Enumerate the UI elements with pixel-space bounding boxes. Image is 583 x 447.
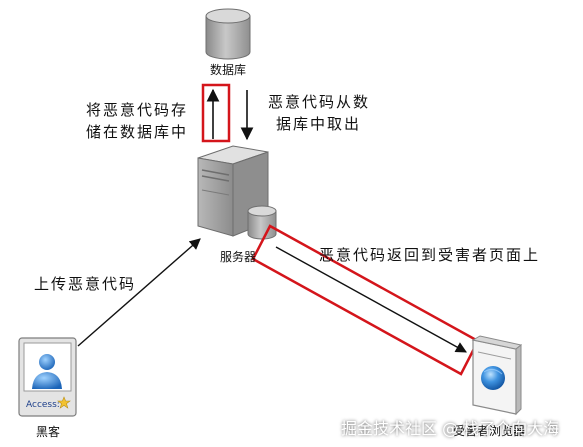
return-highlight-box [251, 224, 480, 376]
store-label-line1: 将恶意代码存 [86, 101, 189, 119]
upload-label: 上传恶意代码 [34, 275, 137, 293]
return-label: 恶意代码返回到受害者页面上 [319, 246, 541, 264]
fetch-label-line1: 恶意代码从数 [268, 93, 371, 111]
server-label: 服务器 [220, 250, 257, 264]
watermark-text: 掘金技术社区 @ 栈了个向大海 [341, 419, 560, 438]
hacker-icon [18, 337, 77, 417]
hacker-badge-text: Access: [26, 400, 60, 410]
victim-browser-icon [471, 335, 523, 416]
hacker-label: 黑客 [36, 425, 61, 439]
store-highlight-box [201, 83, 231, 143]
upload-arrow [77, 238, 201, 347]
fetch-label-line2: 据库中取出 [276, 115, 362, 133]
store-label-line2: 储在数据库中 [86, 123, 189, 141]
database-icon [205, 8, 251, 60]
database-label: 数据库 [210, 63, 247, 77]
return-arrow [275, 246, 467, 353]
victim-browser-label: 受害者浏览器 [453, 424, 526, 438]
server-icon [197, 145, 277, 240]
